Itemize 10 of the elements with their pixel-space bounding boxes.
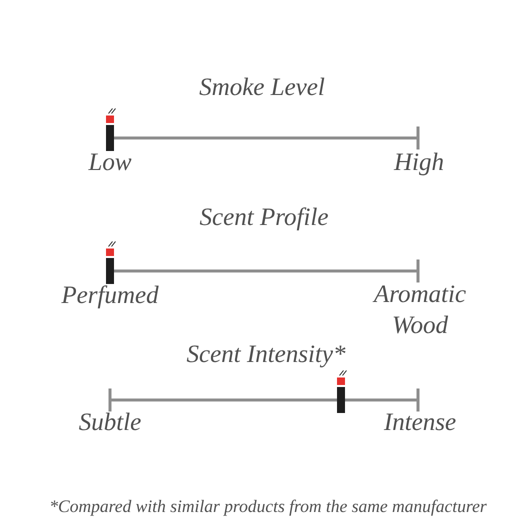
scale-title: Scent Intensity* (186, 345, 346, 368)
scale-title: Scent Profile (200, 207, 328, 230)
scale-title: Smoke Level (199, 78, 324, 96)
scale-end-label: Aromatic Wood (372, 285, 466, 334)
scale-end-label: Perfumed (61, 285, 159, 308)
scale-end-label: High (394, 152, 443, 176)
scale-end-label: Intense (384, 414, 456, 430)
scale-end-label: Subtle (79, 412, 141, 430)
footnote: *Compared with similar products from the same manufacturer (51, 500, 487, 516)
scale-end-label: Low (88, 154, 132, 170)
